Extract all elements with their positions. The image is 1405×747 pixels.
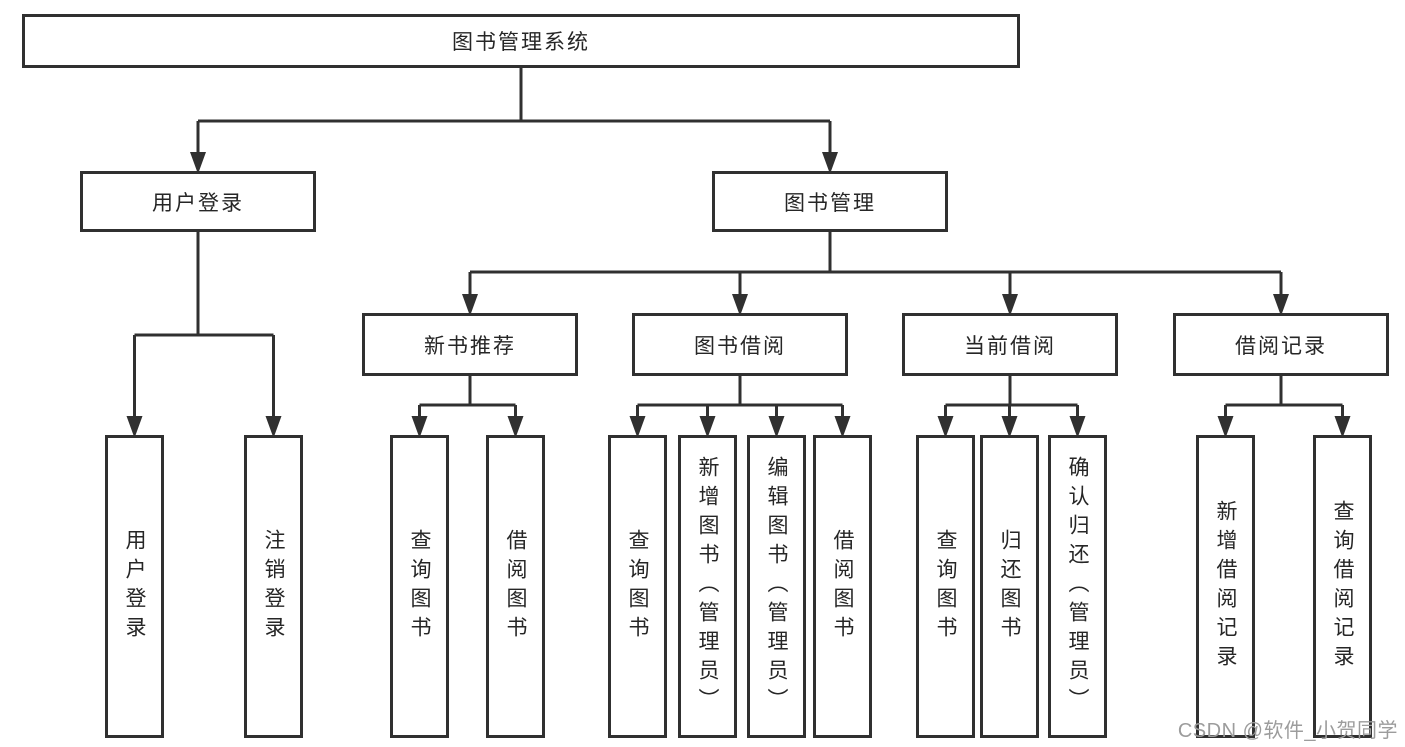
leaf-borrow-add-books-admin-label: 新增图书（管理员）: [696, 456, 720, 717]
node-book-borrowing-label: 图书借阅: [694, 334, 786, 358]
leaf-user-login: 用户登录: [105, 435, 164, 738]
leaf-logout-label: 注销登录: [262, 528, 286, 645]
node-book-management: 图书管理: [712, 171, 948, 232]
node-new-book-recommend: 新书推荐: [362, 313, 578, 376]
leaf-records-query-record-label: 查询借阅记录: [1331, 499, 1355, 674]
leaf-borrow-edit-books-admin: 编辑图书（管理员）: [747, 435, 806, 738]
leaf-current-query-books: 查询图书: [916, 435, 975, 738]
node-borrowing-records-label: 借阅记录: [1235, 334, 1327, 358]
leaf-rec-borrow-books: 借阅图书: [486, 435, 545, 738]
leaf-current-confirm-return-admin: 确认归还（管理员）: [1048, 435, 1107, 738]
leaf-rec-query-books-label: 查询图书: [408, 528, 432, 645]
leaf-borrow-add-books-admin: 新增图书（管理员）: [678, 435, 737, 738]
node-library-management-system: 图书管理系统: [22, 14, 1020, 68]
leaf-records-add-record-label: 新增借阅记录: [1214, 499, 1238, 674]
node-current-borrowing-label: 当前借阅: [964, 334, 1056, 358]
node-user-login-label: 用户登录: [152, 191, 244, 215]
leaf-rec-borrow-books-label: 借阅图书: [504, 528, 528, 645]
leaf-current-confirm-return-admin-label: 确认归还（管理员）: [1066, 456, 1090, 717]
leaf-borrow-edit-books-admin-label: 编辑图书（管理员）: [765, 456, 789, 717]
node-library-management-system-label: 图书管理系统: [452, 31, 590, 54]
leaf-user-login-label: 用户登录: [123, 528, 147, 645]
leaf-current-return-books: 归还图书: [980, 435, 1039, 738]
node-current-borrowing: 当前借阅: [902, 313, 1118, 376]
leaf-logout: 注销登录: [244, 435, 303, 738]
leaf-rec-query-books: 查询图书: [390, 435, 449, 738]
csdn-watermark: CSDN @软件_小贺同学: [1177, 720, 1398, 742]
node-book-borrowing: 图书借阅: [632, 313, 848, 376]
leaf-borrow-query-books-label: 查询图书: [626, 528, 650, 645]
leaf-borrow-borrow-books-label: 借阅图书: [831, 528, 855, 645]
node-borrowing-records: 借阅记录: [1173, 313, 1389, 376]
leaf-current-return-books-label: 归还图书: [998, 528, 1022, 645]
node-book-management-label: 图书管理: [784, 191, 876, 215]
leaf-records-add-record: 新增借阅记录: [1196, 435, 1255, 738]
leaf-borrow-query-books: 查询图书: [608, 435, 667, 738]
leaf-current-query-books-label: 查询图书: [934, 528, 958, 645]
leaf-borrow-borrow-books: 借阅图书: [813, 435, 872, 738]
node-user-login: 用户登录: [80, 171, 316, 232]
node-new-book-recommend-label: 新书推荐: [424, 334, 516, 358]
leaf-records-query-record: 查询借阅记录: [1313, 435, 1372, 738]
